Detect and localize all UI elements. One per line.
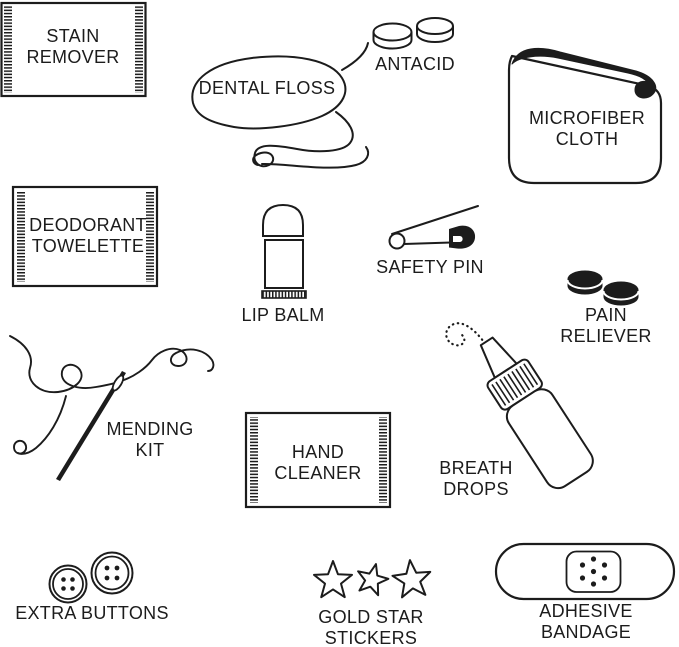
microfiber-cloth-label: MICROFIBER CLOTH: [528, 108, 646, 149]
microfiber-cloth-icon: [507, 47, 663, 185]
breath-drops-bottle-icon: [445, 322, 594, 490]
stain-remover-label: STAIN REMOVER: [26, 26, 120, 67]
stain-remover-packet-icon: [0, 1, 147, 98]
deodorant-towelette-packet-icon: [11, 185, 159, 288]
dental-floss-label: DENTAL FLOSS: [198, 78, 336, 98]
hand-cleaner-label: HAND CLEANER: [274, 442, 362, 483]
breath-drops-label: BREATH DROPS: [439, 458, 513, 499]
extra-buttons-icon: [48, 551, 134, 604]
mending-kit-label: MENDING KIT: [106, 419, 194, 460]
extra-buttons-label: EXTRA BUTTONS: [15, 603, 169, 623]
safety-pin-label: SAFETY PIN: [376, 257, 484, 277]
pain-reliever-pills-icon: [566, 270, 640, 306]
lip-balm-tube-icon: [261, 203, 307, 299]
dental-floss-icon: [191, 42, 370, 169]
adhesive-bandage-icon: [494, 542, 676, 601]
safety-pin-icon: [388, 205, 479, 250]
gold-star-stickers-icon: [312, 557, 434, 600]
antacid-label: ANTACID: [375, 54, 455, 74]
antacid-tablets-icon: [372, 17, 454, 50]
hand-cleaner-packet-icon: [244, 411, 392, 509]
gold-star-stickers-label: GOLD STAR STICKERS: [318, 607, 424, 647]
mending-kit-needle-thread-icon: [9, 335, 215, 481]
pain-reliever-label: PAIN RELIEVER: [560, 305, 652, 346]
adhesive-bandage-label: ADHESIVE BANDAGE: [539, 601, 633, 642]
deodorant-towelette-label: DEODORANT TOWELETTE: [29, 215, 147, 256]
lip-balm-label: LIP BALM: [241, 305, 325, 325]
